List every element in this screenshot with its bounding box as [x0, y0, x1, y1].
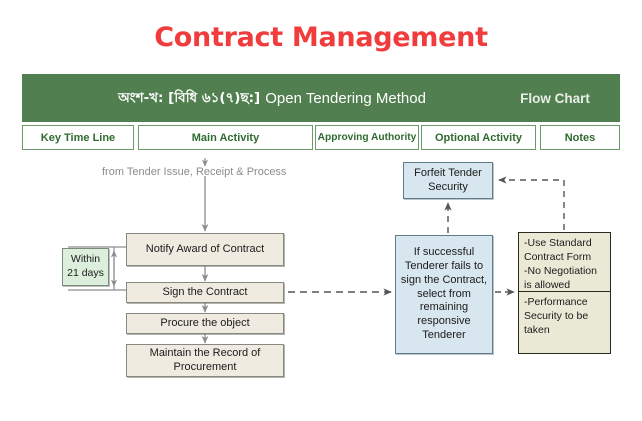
node-maintain-the-record-of-procurement-label: Maintain the Record of Procurement	[149, 346, 261, 373]
dashed-notes-to-forfeit	[498, 176, 565, 230]
node-notify-award-of-contract[interactable]: Notify Award of Contract	[126, 233, 284, 266]
banner-bengali-reference: অংশ-খ: [বিধি ৬১(৭)ছ:]	[118, 89, 261, 106]
node-within-21-days-label: Within 21 days	[67, 253, 104, 279]
banner-method-title: Open Tendering Method	[265, 89, 426, 107]
node-sign-the-contract[interactable]: Sign the Contract	[126, 282, 284, 303]
node-forfeit-tender-security[interactable]: Forfeit Tender Security	[403, 162, 493, 199]
column-header-notes[interactable]: Notes	[540, 125, 620, 150]
page-title: Contract Management	[154, 22, 488, 53]
column-header-key-time-line[interactable]: Key Time Line	[22, 125, 134, 150]
column-header-optional-activity[interactable]: Optional Activity	[421, 125, 536, 150]
node-successful-tenderer-fails[interactable]: If successful Tenderer fails to sign the…	[395, 235, 493, 354]
banner-flow-chart-label: Flow Chart	[520, 90, 590, 106]
node-maintain-the-record-of-procurement[interactable]: Maintain the Record of Procurement	[126, 344, 284, 377]
banner: অংশ-খ: [বিধি ৬১(৭)ছ:] Open Tendering Met…	[22, 74, 620, 122]
node-successful-tenderer-fails-label: If successful Tenderer fails to sign the…	[400, 246, 488, 341]
node-procure-the-object[interactable]: Procure the object	[126, 313, 284, 334]
banner-heading: অংশ-খ: [বিধি ৬১(৭)ছ:] Open Tendering Met…	[22, 74, 522, 122]
node-within-21-days[interactable]: Within 21 days	[62, 248, 109, 286]
column-header-approving-authority[interactable]: Approving Authority	[315, 125, 419, 150]
node-forfeit-tender-security-label: Forfeit Tender Security	[414, 166, 482, 193]
entry-label: from Tender Issue, Receipt & Process	[102, 166, 287, 178]
node-procure-the-object-label: Procure the object	[160, 316, 250, 329]
note-contract-form-label: -Use Standard Contract Form -No Negotiat…	[524, 237, 597, 291]
column-header-main-activity[interactable]: Main Activity	[138, 125, 313, 150]
note-performance-security-label: -Performance Security to be taken	[524, 296, 589, 336]
note-performance-security[interactable]: -Performance Security to be taken	[518, 292, 611, 354]
node-notify-award-of-contract-label: Notify Award of Contract	[145, 242, 265, 255]
node-sign-the-contract-label: Sign the Contract	[162, 285, 248, 298]
column-header-row: Key Time Line Main Activity Approving Au…	[22, 125, 620, 150]
note-contract-form[interactable]: -Use Standard Contract Form -No Negotiat…	[518, 232, 611, 292]
